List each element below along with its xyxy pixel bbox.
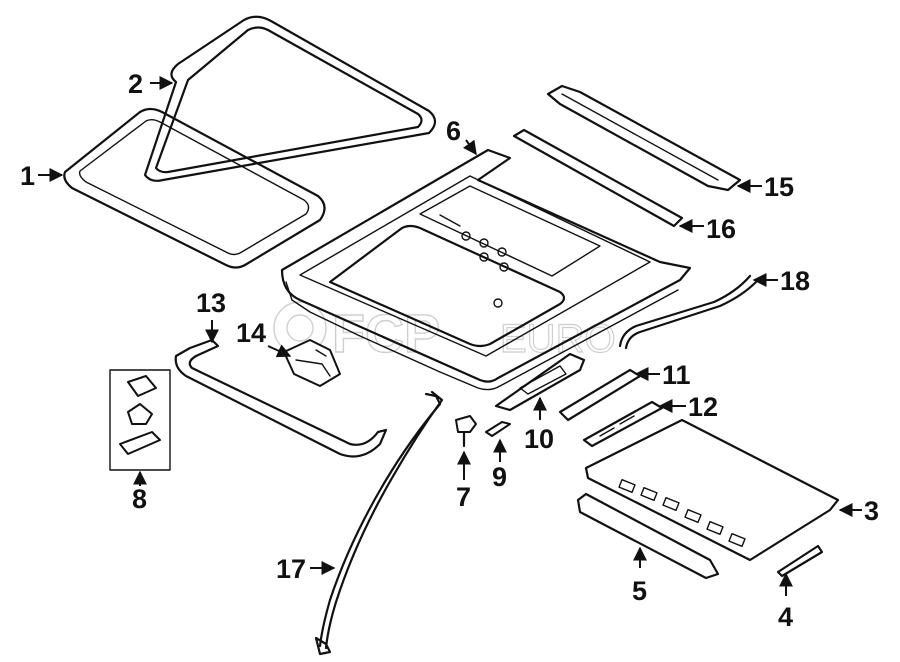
part-7-screw (455, 415, 477, 448)
callout-17: 17 (276, 554, 306, 584)
callout-8: 8 (132, 484, 147, 514)
callout-15: 15 (764, 172, 794, 202)
callout-6: 6 (446, 116, 461, 146)
callout-10: 10 (524, 424, 554, 454)
part-1-glass-panel (63, 107, 326, 269)
part-9-clip (485, 421, 511, 437)
callout-3: 3 (864, 496, 879, 526)
part-11-rail (558, 368, 642, 422)
part-16-deflector (512, 128, 684, 228)
callout-7: 7 (456, 482, 471, 512)
part-12-rail-bracket (582, 400, 664, 448)
callout-14: 14 (236, 318, 266, 348)
part-6-sunroof-frame (280, 148, 692, 391)
callout-1: 1 (20, 161, 35, 191)
callout-2: 2 (128, 69, 143, 99)
part-4-small-clip (776, 544, 824, 578)
callout-5: 5 (632, 576, 647, 606)
callout-11: 11 (662, 360, 691, 390)
part-14-bracket (283, 339, 341, 387)
part-2-seal-outline (143, 15, 437, 182)
part-8-clip-kit (109, 369, 171, 471)
part-13-seal-strip (174, 338, 388, 458)
callout-9: 9 (492, 462, 507, 492)
callout-4: 4 (778, 602, 793, 632)
leader-lines (38, 76, 862, 596)
callout-18: 18 (780, 266, 810, 296)
part-10-guide (494, 352, 586, 412)
callout-labels: 1 2 3 4 5 6 7 8 9 10 11 12 13 14 15 16 1… (20, 69, 879, 632)
part-5-front-trim (576, 492, 720, 580)
part-3-sunshade (584, 418, 840, 562)
part-18-drain-hose (618, 274, 758, 350)
callout-13: 13 (196, 288, 226, 318)
callout-12: 12 (688, 392, 718, 422)
part-17-drain-hose (314, 390, 444, 656)
part-15-trim-strip (546, 84, 742, 192)
callout-16: 16 (706, 214, 736, 244)
